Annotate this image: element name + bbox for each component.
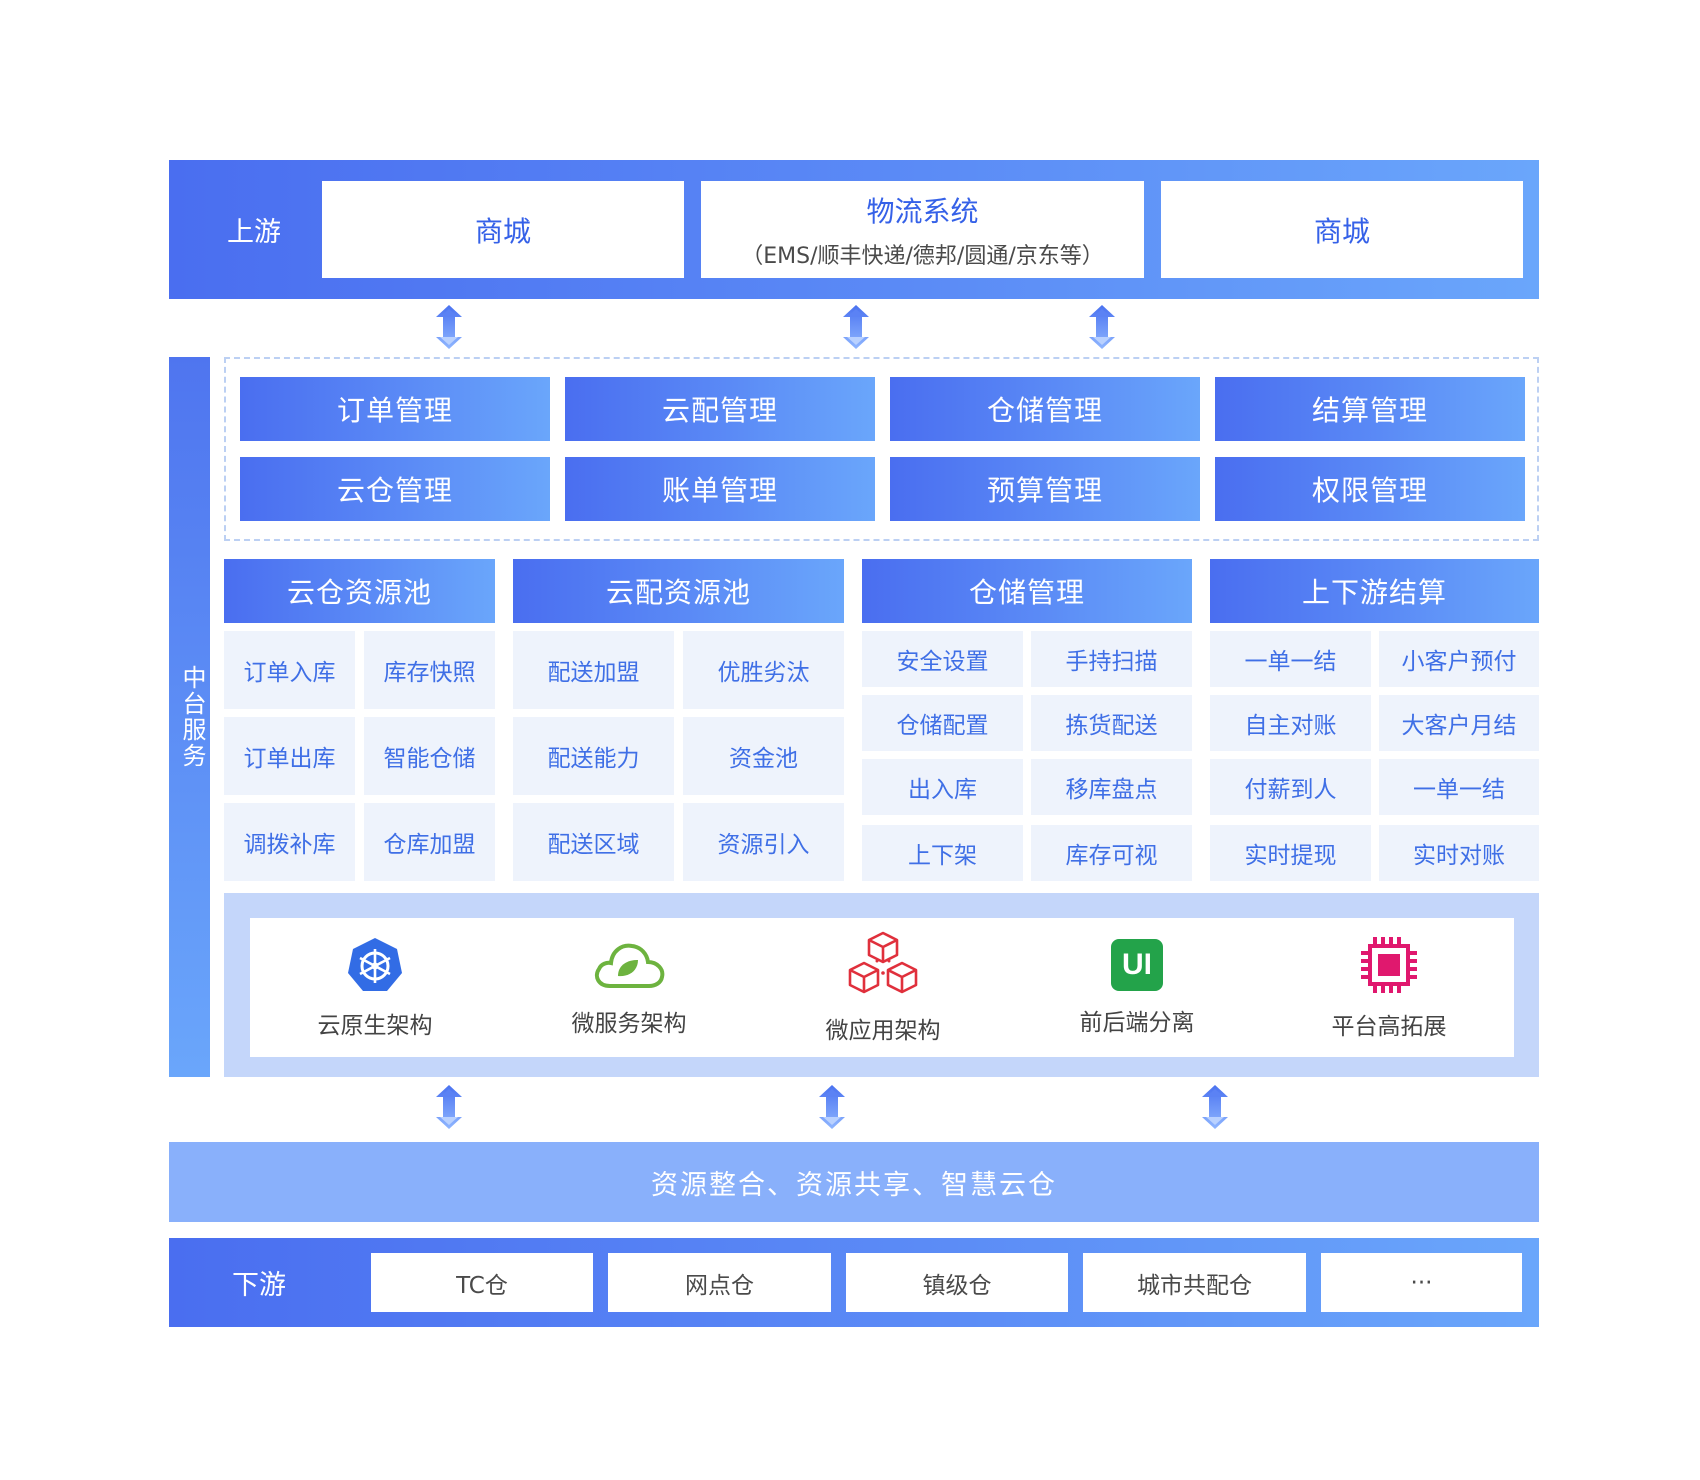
- management-modules-frame: [224, 357, 1539, 541]
- upstream-box-logistics: 物流系统 （EMS/顺丰快递/德邦/圆通/京东等）: [701, 181, 1144, 278]
- tech-label: 微应用架构: [825, 1017, 941, 1044]
- middle-platform-side-bar: 中台服务: [169, 357, 210, 1077]
- double-arrow-icon: [843, 305, 869, 349]
- pool-cell: 一单一结: [1379, 759, 1539, 815]
- upstream-box-mall-1: 商城: [322, 181, 684, 278]
- pool-cell: 配送能力: [513, 717, 674, 795]
- upstream-box-title: 商城: [474, 214, 531, 248]
- pool-cell: 订单出库: [224, 717, 355, 795]
- pool-cell: 拣货配送: [1031, 695, 1192, 751]
- upstream-box-subtitle: （EMS/顺丰快递/德邦/圆通/京东等）: [741, 243, 1104, 269]
- module-bill-management: 账单管理: [565, 457, 875, 521]
- upstream-band: 上游 商城 物流系统 （EMS/顺丰快递/德邦/圆通/京东等） 商城: [169, 160, 1539, 299]
- module-budget-management: 预算管理: [890, 457, 1200, 521]
- module-warehousing-management: 仓储管理: [890, 377, 1200, 441]
- pool-cell: 出入库: [862, 759, 1023, 815]
- downstream-band: 下游 TC仓 网点仓 镇级仓 城市共配仓 ···: [169, 1238, 1539, 1327]
- double-arrow-icon: [1089, 305, 1115, 349]
- pool-cell: 实时提现: [1210, 825, 1371, 881]
- pool-cell: 一单一结: [1210, 631, 1371, 687]
- ui-badge-icon: UI: [1111, 938, 1163, 991]
- pool-cell: 优胜劣汰: [683, 631, 844, 709]
- double-arrow-icon: [436, 305, 462, 349]
- pool-cell: 调拨补库: [224, 803, 355, 881]
- double-arrow-icon: [436, 1085, 462, 1129]
- pool-cell: 配送加盟: [513, 631, 674, 709]
- resource-integration-bar: 资源整合、资源共享、智慧云仓: [169, 1142, 1539, 1222]
- downstream-box: 网点仓: [608, 1253, 831, 1312]
- tech-label: 平台高拓展: [1331, 1013, 1447, 1040]
- cubes-icon: [848, 931, 918, 993]
- pool-cell: 资金池: [683, 717, 844, 795]
- downstream-box-more: ···: [1321, 1253, 1522, 1312]
- module-order-management: 订单管理: [240, 377, 550, 441]
- double-arrow-icon: [819, 1085, 845, 1129]
- pool-cell: 自主对账: [1210, 695, 1371, 751]
- downstream-box: 镇级仓: [846, 1253, 1068, 1312]
- column-header-cloud-warehouse-pool: 云仓资源池: [224, 559, 495, 623]
- downstream-box: TC仓: [371, 1253, 593, 1312]
- chip-icon: [1361, 936, 1417, 993]
- tech-item-microservice: 微服务架构: [504, 918, 754, 1057]
- upstream-label: 上游: [227, 217, 281, 248]
- pool-cell: 实时对账: [1379, 825, 1539, 881]
- tech-item-cloud-native: 云原生架构: [250, 918, 500, 1057]
- pool-cell: 手持扫描: [1031, 631, 1192, 687]
- module-cloud-warehouse-management: 云仓管理: [240, 457, 550, 521]
- tech-label: 云原生架构: [317, 1012, 433, 1039]
- pool-cell: 库存可视: [1031, 825, 1192, 881]
- column-header-warehousing: 仓储管理: [862, 559, 1192, 623]
- downstream-label: 下游: [232, 1270, 286, 1301]
- tech-label: 前后端分离: [1079, 1009, 1195, 1036]
- tech-item-micro-app: 微应用架构: [758, 918, 1008, 1057]
- double-arrow-icon: [1202, 1085, 1228, 1129]
- column-header-cloud-distribution-pool: 云配资源池: [513, 559, 844, 623]
- tech-label: 微服务架构: [571, 1010, 687, 1037]
- spring-cloud-icon: [594, 943, 665, 988]
- pool-cell: 仓储配置: [862, 695, 1023, 751]
- pool-cell: 上下架: [862, 825, 1023, 881]
- upstream-box-title: 商城: [1313, 214, 1370, 248]
- pool-cell: 资源引入: [683, 803, 844, 881]
- pool-cell: 配送区域: [513, 803, 674, 881]
- pool-cell: 小客户预付: [1379, 631, 1539, 687]
- pool-cell: 智能仓储: [364, 717, 495, 795]
- upstream-box-mall-2: 商城: [1161, 181, 1523, 278]
- pool-cell: 付薪到人: [1210, 759, 1371, 815]
- pool-cell: 仓库加盟: [364, 803, 495, 881]
- pool-cell: 订单入库: [224, 631, 355, 709]
- tech-item-frontend-backend: UI 前后端分离: [1012, 918, 1262, 1057]
- middle-platform-label: 中台服务: [178, 665, 206, 769]
- kubernetes-icon: [348, 937, 402, 991]
- downstream-box: 城市共配仓: [1083, 1253, 1306, 1312]
- tech-item-extensibility: 平台高拓展: [1264, 918, 1514, 1057]
- module-cloud-distribution-management: 云配管理: [565, 377, 875, 441]
- module-settlement-management: 结算管理: [1215, 377, 1525, 441]
- column-header-settlement: 上下游结算: [1210, 559, 1539, 623]
- upstream-box-title: 物流系统: [866, 194, 979, 228]
- pool-cell: 移库盘点: [1031, 759, 1192, 815]
- pool-cell: 安全设置: [862, 631, 1023, 687]
- pool-cell: 大客户月结: [1379, 695, 1539, 751]
- tech-architecture-inner: 云原生架构 微服务架构 微应用架构 UI 前后端分离: [250, 918, 1514, 1057]
- module-permission-management: 权限管理: [1215, 457, 1525, 521]
- pool-cell: 库存快照: [364, 631, 495, 709]
